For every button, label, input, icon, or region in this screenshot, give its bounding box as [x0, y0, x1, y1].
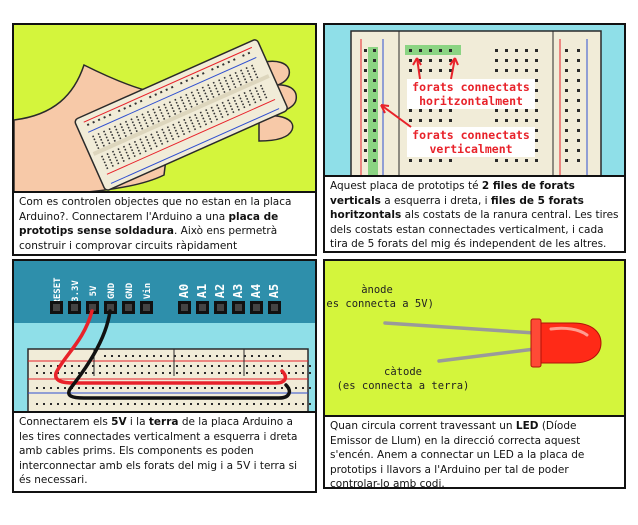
- led-body: [530, 318, 602, 368]
- breadboard-connections-illustration: forats connectats horitzontalment forats…: [325, 25, 624, 177]
- led-illustration: ànode (es connecta a 5V) càtode (es conn…: [325, 261, 624, 417]
- pin-label-a3: A3: [231, 284, 245, 298]
- caption-panel-3: Connectarem els 5V i la terra de la plac…: [14, 411, 315, 491]
- panel-breadboard-hand: Com es controlen objectes que no estan e…: [12, 23, 317, 256]
- pin-label-a1: A1: [195, 284, 209, 298]
- pin-label-a4: A4: [249, 284, 263, 298]
- label-anode-line2: (es connecta a 5V): [325, 298, 434, 310]
- arduino-wiring-illustration: RESET 3.3V 5V GND GND Vin A0 A1 A2 A3 A4 A5: [14, 261, 315, 413]
- pin-label-a0: A0: [177, 284, 191, 298]
- red-wire-5v: [53, 309, 288, 385]
- panel-arduino-wiring: RESET 3.3V 5V GND GND Vin A0 A1 A2 A3 A4 A5 Connect…: [12, 259, 317, 493]
- pin-label-a5: A5: [267, 284, 281, 298]
- pin-label-vin: Vin: [142, 283, 153, 299]
- caption-panel-4: Quan circula corrent travessant un LED (…: [325, 415, 624, 487]
- label-vertical-line1: forats connectats: [412, 128, 530, 142]
- hand-holding-breadboard-illustration: [14, 25, 315, 195]
- arrow-horizontal-left: [416, 57, 421, 80]
- pin-label-5v: 5V: [89, 285, 99, 296]
- pin-label-gnd: GND: [107, 282, 117, 299]
- label-horizontal-line2: horitzontalment: [419, 94, 523, 108]
- caption-panel-1: Com es controlen objectes que no estan e…: [14, 191, 315, 254]
- label-anode-line1: ànode: [361, 284, 393, 296]
- pin-label-a2: A2: [213, 284, 227, 298]
- black-wire-gnd: [67, 309, 292, 400]
- pin-label-33v: 3.3V: [71, 280, 81, 302]
- panel-breadboard-diagram: forats connectats horitzontalment forats…: [323, 23, 626, 253]
- label-horizontal-line1: forats connectats: [412, 80, 530, 94]
- arrow-horizontal-right: [450, 57, 456, 80]
- caption-panel-2: Aquest placa de prototips té 2 files de …: [325, 175, 624, 251]
- arrow-vertical: [380, 104, 412, 128]
- label-vertical-line2: verticalment: [429, 142, 512, 156]
- pin-label-reset: RESET: [53, 277, 63, 305]
- panel-led: ànode (es connecta a 5V) càtode (es conn…: [323, 259, 626, 489]
- label-cathode-line1: càtode: [384, 366, 422, 378]
- pin-label-gnd: GND: [125, 282, 135, 299]
- label-cathode-line2: (es connecta a terra): [337, 380, 470, 392]
- led-anode-leg: [383, 321, 537, 335]
- led-cathode-leg: [437, 347, 537, 363]
